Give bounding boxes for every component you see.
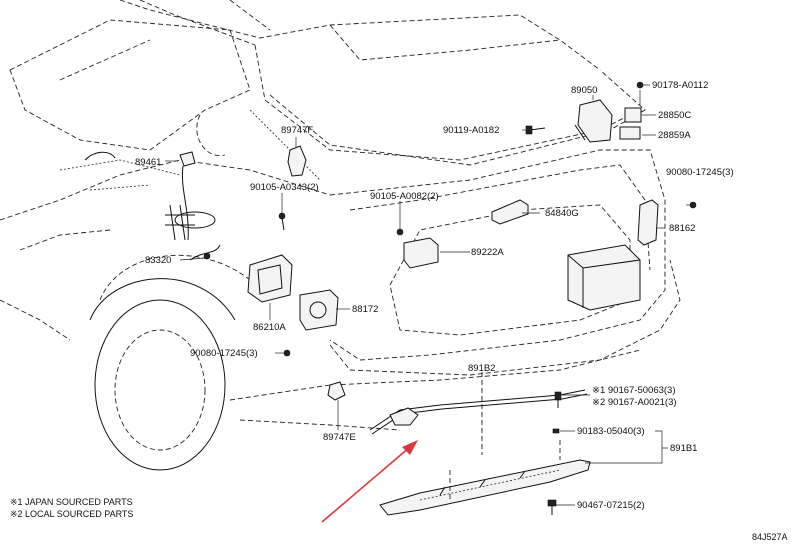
battery: [567, 244, 641, 311]
label-84840G: 84840G: [545, 208, 579, 219]
part-89461-sensor[interactable]: [179, 151, 196, 241]
bolt-90105-A0343[interactable]: [278, 212, 286, 231]
part-86210A-module[interactable]: [247, 254, 293, 303]
clip-90183-05040[interactable]: [552, 428, 560, 434]
vehicle-body-outline: [0, 0, 681, 471]
label-90080-17245-right: 90080-17245(3): [666, 167, 734, 178]
part-89747E-sensor[interactable]: [327, 381, 346, 401]
part-891B2-rod[interactable]: [369, 389, 588, 435]
pointer-arrow: [321, 440, 418, 523]
diagram-code: 84J527A: [752, 532, 788, 542]
label-89222A: 89222A: [471, 247, 504, 258]
screw-90167[interactable]: [554, 391, 562, 408]
label-89747E: 89747E: [323, 432, 356, 443]
part-89222A-module[interactable]: [403, 237, 439, 269]
part-84840G-switch[interactable]: [491, 199, 529, 225]
part-891B1-step[interactable]: [379, 459, 591, 516]
label-90467-07215: 90467-07215(2): [577, 500, 645, 511]
label-89747F: 89747F: [281, 125, 313, 136]
label-28850C: 28850C: [658, 110, 691, 121]
label-88172: 88172: [352, 304, 378, 315]
label-90167-50063: ※1 90167-50063(3): [592, 385, 676, 396]
part-28850C-sensor[interactable]: [619, 81, 644, 140]
label-891B2: 891B2: [468, 363, 495, 374]
label-28859A: 28859A: [658, 130, 691, 141]
nut-90080-17245-right[interactable]: [689, 201, 697, 209]
legend-notes: ※1 JAPAN SOURCED PARTS ※2 LOCAL SOURCED …: [10, 497, 133, 519]
label-90167-A0021: ※2 90167-A0021(3): [592, 397, 677, 408]
bolt-90105-A0082[interactable]: [396, 228, 404, 236]
label-90105-A0082: 90105-A0082(2): [370, 191, 439, 202]
label-90080-17245-left: 90080-17245(3): [190, 348, 258, 359]
leader-lines: [165, 84, 690, 506]
note-japan-sourced: ※1 JAPAN SOURCED PARTS: [10, 497, 133, 507]
part-89050-bracket[interactable]: [574, 99, 613, 143]
label-88162: 88162: [669, 223, 695, 234]
part-88162[interactable]: [637, 199, 659, 246]
label-89461: 89461: [135, 157, 161, 168]
note-local-sourced: ※2 LOCAL SOURCED PARTS: [10, 509, 133, 519]
label-86210A: 86210A: [253, 322, 286, 333]
label-89050: 89050: [571, 85, 597, 96]
clip-90467-07215[interactable]: [547, 499, 557, 515]
label-90178-A0112: 90178-A0112: [652, 80, 708, 91]
label-83320: 83320: [145, 255, 171, 266]
label-90105-A0343: 90105-A0343(2): [250, 182, 319, 193]
label-891B1: 891B1: [670, 443, 697, 454]
part-labels: 90178-A0112 89050 28850C 90119-A0182 288…: [135, 80, 734, 511]
part-89747F-sensor[interactable]: [287, 145, 307, 177]
part-83320[interactable]: [189, 244, 221, 261]
label-90183-05040: 90183-05040(3): [577, 426, 645, 437]
part-88172[interactable]: [299, 289, 339, 331]
label-90119-A0182: 90119-A0182: [443, 125, 499, 136]
